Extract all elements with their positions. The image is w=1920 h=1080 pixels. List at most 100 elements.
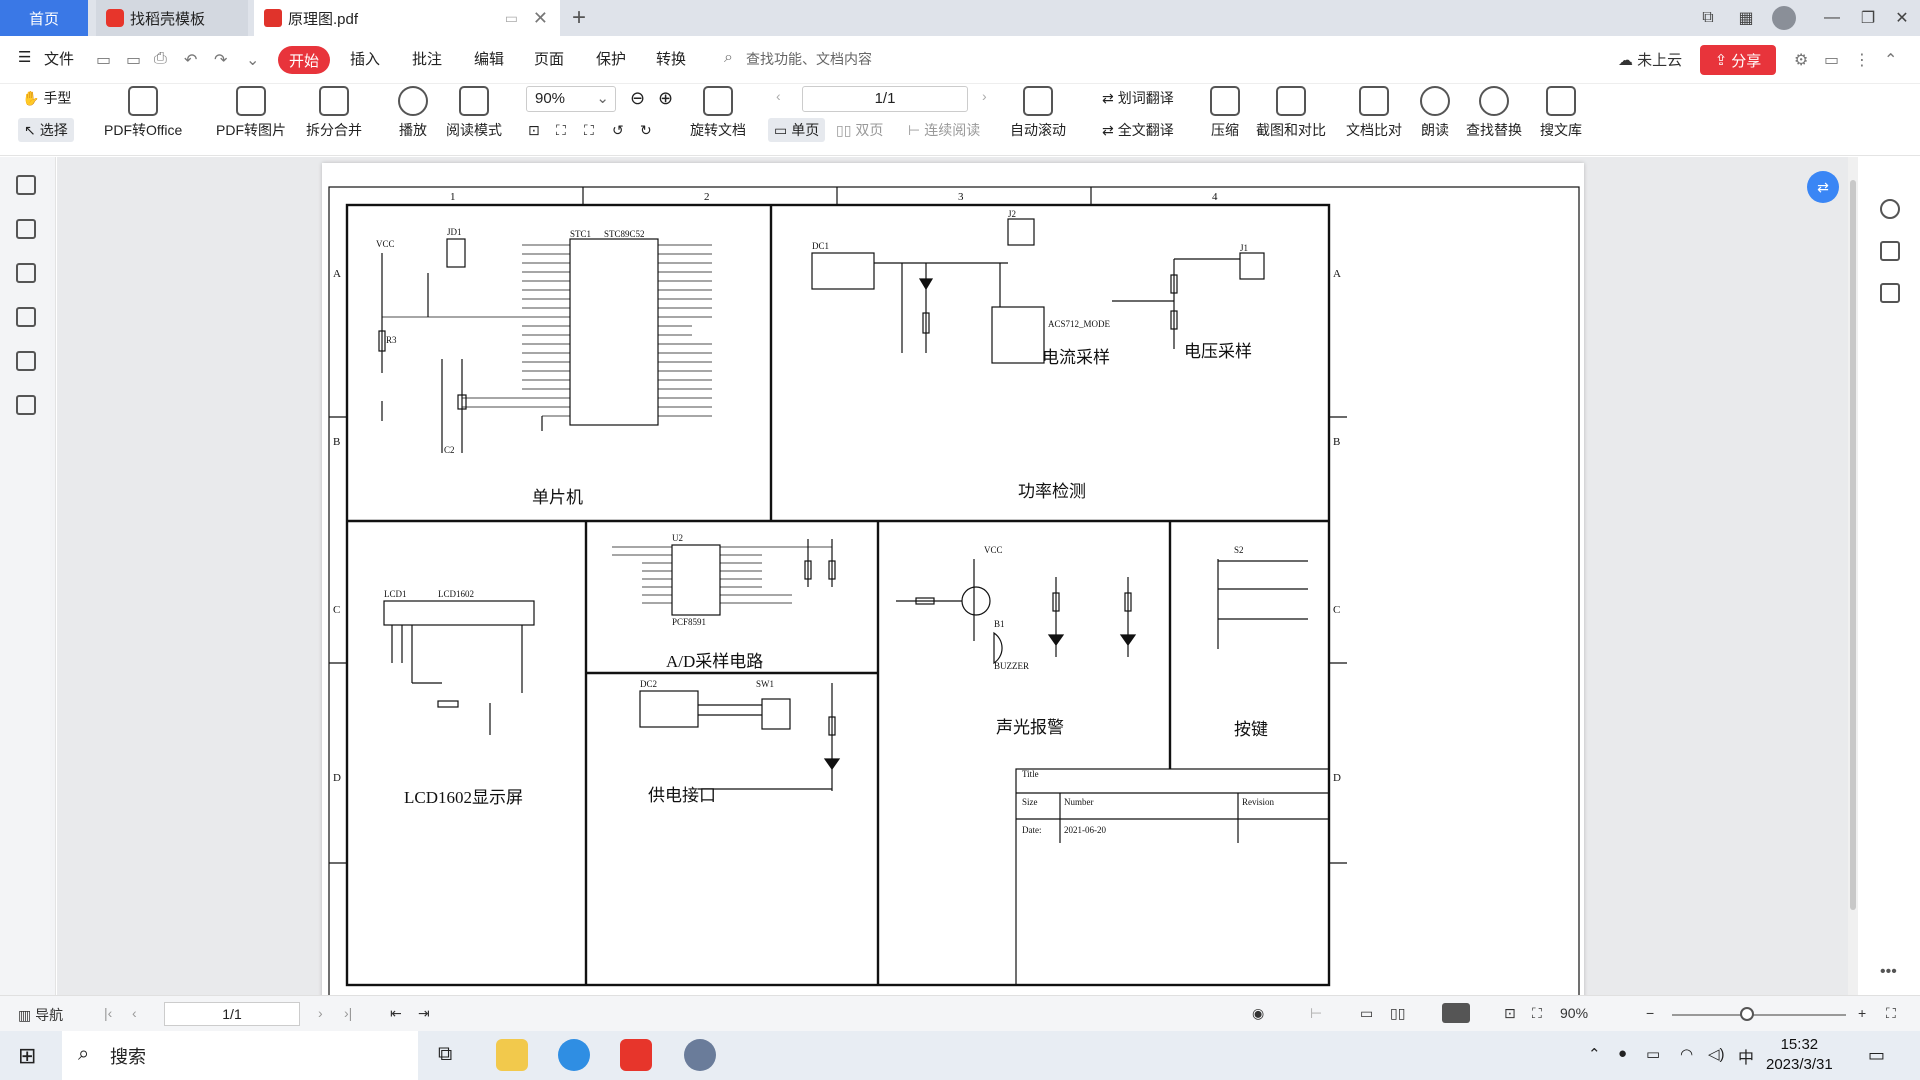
more-icon[interactable]: ⋮	[1854, 52, 1870, 69]
tab-pin-icon[interactable]: ▭	[504, 9, 518, 26]
new-tab-button[interactable]: +	[572, 4, 587, 31]
single-view-icon[interactable]: ▭	[1360, 1005, 1374, 1021]
tab-document[interactable]: 原理图.pdf ▭ ✕	[254, 0, 560, 36]
attachment-icon[interactable]	[16, 307, 36, 327]
fit-page-icon[interactable]: ⛶	[556, 122, 566, 138]
ai-assist-icon[interactable]	[1880, 199, 1900, 219]
status-page-input[interactable]: 1/1	[164, 1002, 300, 1026]
app-icon[interactable]	[684, 1039, 716, 1071]
rotate-left-icon[interactable]: ↺	[612, 122, 624, 138]
menu-edit[interactable]: 编辑	[474, 51, 505, 68]
prev-page-icon[interactable]: ‹	[776, 88, 781, 104]
forward-icon[interactable]: ⇥	[418, 1005, 430, 1021]
file-explorer-icon[interactable]	[496, 1039, 528, 1071]
read-aloud-button[interactable]: 朗读	[1420, 86, 1450, 140]
collapse-ribbon-icon[interactable]: ⌃	[1884, 52, 1898, 69]
print-icon[interactable]: ⎙	[154, 50, 167, 67]
play-button[interactable]: 播放	[398, 86, 428, 140]
qq-icon[interactable]: ●	[1618, 1045, 1628, 1062]
chevron-down-icon[interactable]: ⌄	[246, 52, 260, 69]
pdf-to-office-button[interactable]: PDF转Office	[104, 86, 182, 140]
double-view-icon[interactable]: ▯▯	[1390, 1005, 1406, 1021]
wifi-icon[interactable]: ◠	[1680, 1046, 1694, 1063]
settings-icon[interactable]: ⚙	[1794, 52, 1809, 69]
zoom-out-icon[interactable]: ⊖	[630, 88, 646, 108]
comment-icon[interactable]: ▭	[1824, 52, 1840, 69]
menu-protect[interactable]: 保护	[596, 51, 627, 68]
rotate-right-icon[interactable]: ↻	[640, 122, 652, 138]
fit-width-icon[interactable]: ⛶	[584, 122, 594, 138]
doc-compare-button[interactable]: 文档比对	[1346, 86, 1402, 140]
close-window-button[interactable]: ✕	[1895, 10, 1909, 27]
restore-button[interactable]: ❐	[1860, 10, 1876, 27]
adjust-icon[interactable]	[1880, 241, 1900, 261]
full-translate-button[interactable]: ⇄全文翻译	[1102, 121, 1174, 139]
search-library-button[interactable]: 搜文库	[1540, 86, 1582, 140]
play-slideshow-button[interactable]	[1442, 1003, 1470, 1023]
doc-search-icon[interactable]	[1880, 283, 1900, 303]
back-icon[interactable]: ⇤	[390, 1005, 402, 1021]
continuous-read-button[interactable]: ⊢连续阅读	[908, 121, 981, 139]
reader-mode-icon[interactable]: ⧉	[1702, 9, 1714, 26]
task-view-icon[interactable]: ⧉	[438, 1043, 453, 1065]
word-translate-button[interactable]: ⇄划词翻译	[1102, 89, 1174, 107]
clock[interactable]: 15:32 2023/3/31	[1766, 1036, 1833, 1073]
next-page-icon[interactable]: ›	[318, 1005, 323, 1021]
floating-tool-button[interactable]: ⇄	[1807, 171, 1839, 203]
share-button[interactable]: ⇪分享	[1700, 45, 1776, 75]
first-page-icon[interactable]: |‹	[104, 1005, 113, 1021]
rotate-document-button[interactable]: 旋转文档	[690, 86, 746, 140]
battery-icon[interactable]: ▭	[1646, 1046, 1661, 1063]
page-number-input[interactable]: 1/1	[802, 86, 968, 112]
layers-icon[interactable]	[16, 395, 36, 415]
compress-button[interactable]: 压缩	[1210, 86, 1240, 140]
taskbar-search[interactable]: ⌕ 搜索	[62, 1031, 418, 1080]
zoom-slider-knob[interactable]	[1740, 1007, 1754, 1021]
zoom-select[interactable]: 90%⌄	[526, 86, 616, 112]
menu-convert[interactable]: 转换	[656, 51, 687, 68]
open-folder-icon[interactable]: ▭	[96, 52, 112, 69]
tab-daoke-templates[interactable]: 找稻壳模板	[96, 0, 248, 36]
select-tool[interactable]: ↖选择	[18, 118, 74, 142]
pdf-to-image-button[interactable]: PDF转图片	[216, 86, 286, 140]
menu-start[interactable]: 开始	[278, 46, 330, 74]
last-page-icon[interactable]: ›|	[344, 1005, 353, 1021]
double-page-button[interactable]: ▯▯双页	[836, 121, 884, 139]
tab-home[interactable]: 首页	[0, 0, 88, 36]
redo-icon[interactable]: ↷	[214, 52, 228, 69]
single-page-button[interactable]: ▭单页	[768, 118, 826, 142]
menu-page[interactable]: 页面	[534, 51, 565, 68]
menu-annotate[interactable]: 批注	[412, 51, 443, 68]
save-icon[interactable]: ▭	[126, 52, 142, 69]
feature-search[interactable]: 查找功能、文档内容	[746, 51, 872, 67]
fit-page-icon[interactable]: ⛶	[1532, 1005, 1542, 1021]
auto-scroll-button[interactable]: 自动滚动	[1010, 86, 1066, 140]
menu-insert[interactable]: 插入	[350, 51, 381, 68]
fullscreen-icon[interactable]: ⛶	[1886, 1005, 1896, 1021]
undo-icon[interactable]: ↶	[184, 52, 198, 69]
actual-size-icon[interactable]: ⊡	[1504, 1005, 1516, 1021]
thumbnail-icon[interactable]	[16, 219, 36, 239]
zoom-slider[interactable]	[1672, 1014, 1846, 1016]
zoom-in-icon[interactable]: +	[1858, 1005, 1867, 1021]
minimize-button[interactable]: —	[1824, 9, 1840, 26]
more-options-icon[interactable]: •••	[1880, 963, 1897, 980]
cloud-status[interactable]: ☁ 未上云	[1618, 52, 1683, 69]
wps-office-icon[interactable]	[620, 1039, 652, 1071]
screenshot-compare-button[interactable]: 截图和对比	[1256, 86, 1326, 140]
notification-icon[interactable]: ▭	[1868, 1045, 1886, 1065]
next-page-icon[interactable]: ›	[982, 88, 987, 104]
hand-tool[interactable]: ✋手型	[22, 89, 72, 107]
comment-icon[interactable]	[16, 263, 36, 283]
volume-icon[interactable]: ◁)	[1708, 1046, 1725, 1063]
menu-file[interactable]: 文件	[44, 51, 75, 68]
split-merge-button[interactable]: 拆分合并	[306, 86, 362, 140]
grid-apps-icon[interactable]: ▦	[1738, 10, 1754, 27]
prev-page-icon[interactable]: ‹	[132, 1005, 137, 1021]
ime-indicator[interactable]: 中	[1738, 1050, 1755, 1067]
windows-start-icon[interactable]: ⊞	[18, 1043, 37, 1068]
edge-browser-icon[interactable]	[558, 1039, 590, 1071]
scrollbar-thumb[interactable]	[1850, 180, 1856, 910]
zoom-out-icon[interactable]: −	[1646, 1005, 1655, 1021]
